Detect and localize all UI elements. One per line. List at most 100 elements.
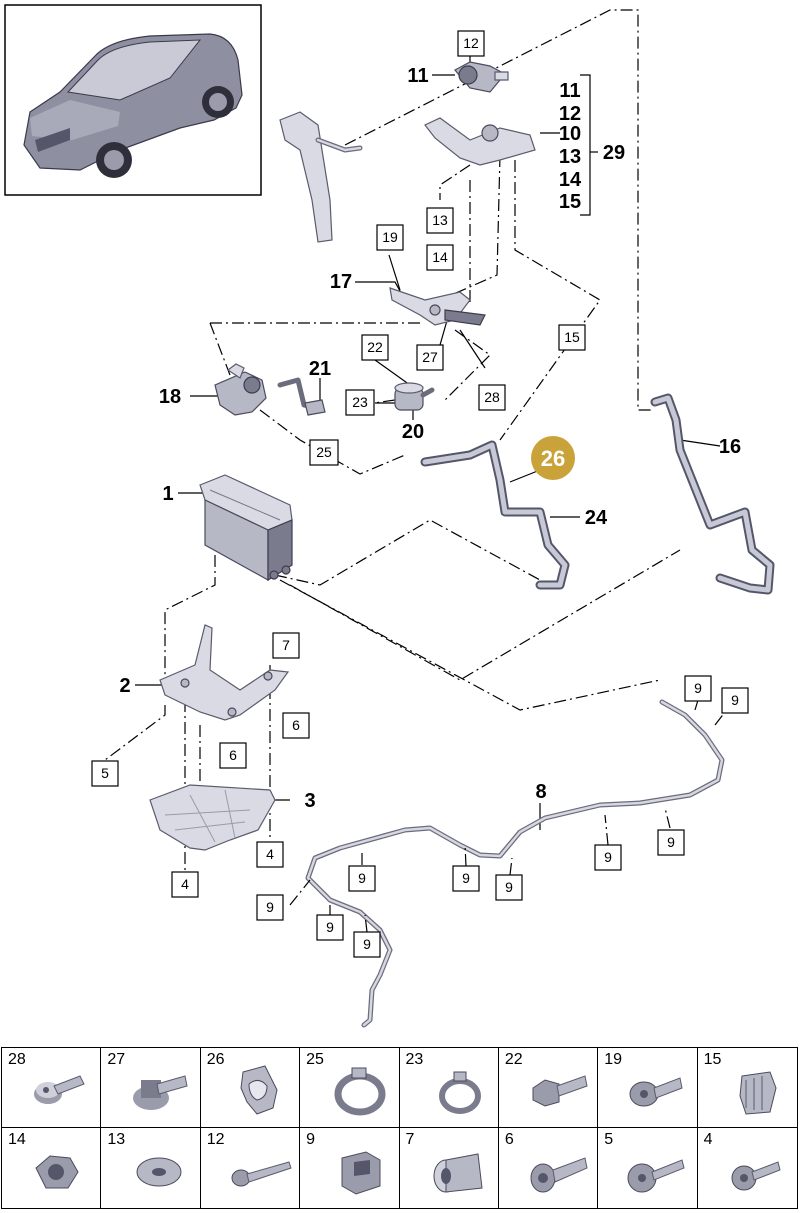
connector-21-part [277,377,326,416]
callout-13-list: 13 [559,146,581,168]
hose-clamp-icon [334,1067,386,1116]
box-9: 9 [462,870,470,886]
exploded-parts-diagram: 11 11 12 10 13 14 15 29 16 17 18 21 20 2… [4,4,775,1028]
parts-cell[interactable]: 15 [697,1048,797,1128]
box-9: 9 [667,834,675,850]
callout-18: 18 [159,386,181,408]
callout-11-list: 11 [559,80,580,102]
parts-cell[interactable]: 19 [598,1048,698,1128]
parts-cell[interactable]: 7 [400,1128,499,1208]
solid-leaders [135,56,721,830]
box-6a: 6 [292,717,300,733]
parts-cell[interactable]: 12 [201,1128,301,1208]
charcoal-canister-part [199,474,293,582]
rivet-nut-icon [433,1153,483,1193]
callout-29: 29 [603,142,625,164]
hex-nut-icon [35,1155,79,1189]
filter-20-part [394,382,435,411]
callout-11: 11 [407,65,428,87]
boxed-callouts: 12 13 14 19 22 27 28 15 23 25 7 6 6 5 4 … [91,30,749,958]
highlight-label: 26 [541,446,565,471]
box-23: 23 [352,394,368,410]
callout-24: 24 [585,507,608,529]
oval-head-bolt-icon [731,1161,781,1191]
box-9: 9 [604,849,612,865]
callout-labels: 11 11 12 10 13 14 15 29 16 17 18 21 20 2… [119,65,741,812]
hose-16-part [650,393,775,595]
box-14: 14 [432,249,448,265]
callout-8: 8 [535,781,546,803]
bracket-2-part [159,624,290,721]
part-number: 27 [107,1051,126,1068]
bolt-flange-icon [34,1075,85,1104]
screw-long-icon [231,1161,292,1187]
parts-cell[interactable]: 4 [698,1128,797,1208]
parts-cell[interactable]: 22 [498,1048,599,1128]
box-28: 28 [484,389,500,405]
hex-bolt-icon [532,1075,588,1107]
box-4b: 4 [181,876,189,892]
parts-cell[interactable]: 14 [2,1128,102,1208]
part-number: 14 [8,1131,26,1148]
callout-20: 20 [402,421,424,443]
bracket-17-part [389,287,486,326]
part-number: 6 [504,1131,514,1148]
parts-cell[interactable]: 13 [101,1128,201,1208]
callout-10: 10 [559,123,581,145]
box-13: 13 [432,212,448,228]
parts-cell[interactable]: 28 [2,1048,102,1128]
flange-bolt-icon [627,1159,685,1193]
hose-clamp-small-icon [438,1071,481,1114]
callout-1: 1 [162,483,173,505]
part-number: 26 [206,1051,225,1068]
part-number: 15 [703,1051,722,1068]
box-9: 9 [326,919,334,935]
part-number: 23 [405,1051,424,1068]
callout-3: 3 [304,790,315,812]
washer-icon [136,1157,182,1187]
box-5: 5 [101,765,109,781]
clip-leaders [289,699,699,933]
box-25: 25 [316,444,332,460]
tank-vent-valve-part [214,363,267,416]
box-9: 9 [363,936,371,952]
box-12: 12 [463,35,479,51]
parts-cell[interactable]: 25 [300,1048,400,1128]
hose-24-part [420,440,570,590]
clip-bracket-icon [341,1151,381,1195]
box-9: 9 [358,870,366,886]
box-19: 19 [382,229,398,245]
bolt-washer-icon [133,1075,188,1110]
box-6b: 6 [229,747,237,763]
collar-bolt-icon [629,1077,683,1107]
vehicle-thumbnail-icon [23,33,243,178]
parts-cell[interactable]: 26 [200,1048,301,1128]
part-number: 19 [604,1051,623,1068]
box-9: 9 [266,899,274,915]
callout-2: 2 [119,675,130,697]
filler-neck-part [279,111,363,243]
torx-bolt-icon [530,1157,588,1193]
fastener-parts-table: 28 27 26 25 23 22 19 15 14 13 12 9 7 6 5… [1,1047,798,1209]
parts-cell[interactable]: 9 [300,1128,400,1208]
callout-16: 16 [719,436,741,458]
parts-cell[interactable]: 6 [499,1128,599,1208]
callout-15-list: 15 [559,191,581,213]
callout-17: 17 [330,271,352,293]
parts-cell[interactable]: 27 [101,1048,201,1128]
fuel-line-8-part [305,699,725,1028]
callout-21: 21 [309,358,331,380]
box-9: 9 [694,680,702,696]
parts-cell[interactable]: 5 [598,1128,698,1208]
box-9: 9 [505,879,513,895]
part-number: 4 [703,1131,713,1148]
parts-cell[interactable]: 23 [399,1048,499,1128]
box-9: 9 [731,692,739,708]
box-4a: 4 [266,846,274,862]
callout-14-list: 14 [559,169,582,191]
callout-12-list: 12 [559,103,581,125]
box-22: 22 [367,339,383,355]
part-number: 28 [8,1051,26,1068]
box-27: 27 [422,349,438,365]
highlight-callout-26[interactable]: 26 [509,436,575,483]
